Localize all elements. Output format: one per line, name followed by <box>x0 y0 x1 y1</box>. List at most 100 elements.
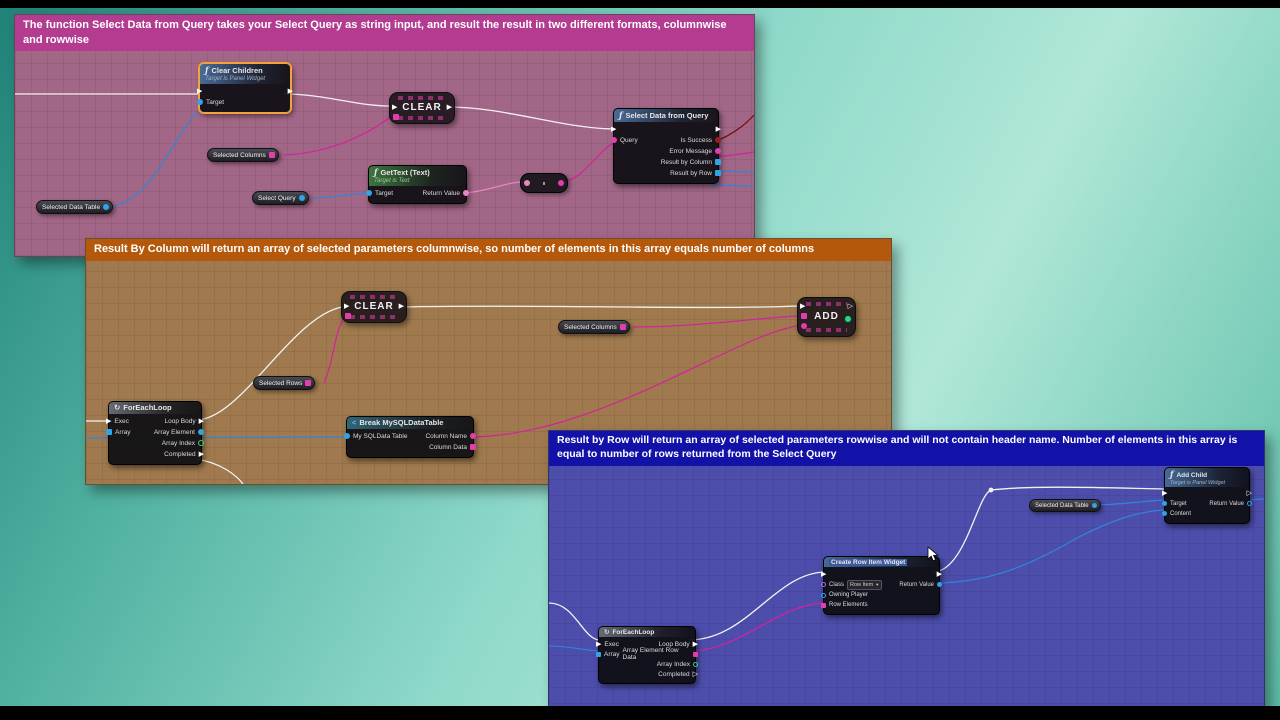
target-pin[interactable] <box>1162 501 1167 507</box>
pin-label: Array <box>115 428 131 436</box>
owning-player-pin[interactable] <box>821 592 826 598</box>
wire-object <box>311 192 372 199</box>
exec-in-pin[interactable]: ▶ <box>1162 490 1168 498</box>
content-pin[interactable] <box>1162 511 1167 517</box>
wire-object <box>1089 499 1167 506</box>
exec-in-pin[interactable]: ▶ <box>106 417 112 425</box>
query-pin[interactable] <box>611 137 617 144</box>
is-success-pin[interactable] <box>715 137 721 144</box>
pin-label: Return Value <box>899 581 934 588</box>
text-in-pin[interactable] <box>524 180 530 186</box>
exec-in-pin[interactable]: ▶ <box>344 303 350 310</box>
class-pin[interactable] <box>821 582 826 588</box>
var-selected-data-table[interactable]: Selected Data Table <box>1029 499 1101 512</box>
var-selected-columns[interactable]: Selected Columns <box>207 148 279 162</box>
node-title-selected[interactable]: Create Row Item Widget <box>829 559 908 566</box>
wire-string <box>688 602 826 652</box>
var-selected-columns[interactable]: Selected Columns <box>558 320 630 334</box>
node-foreachloop[interactable]: ↻ForEachLoop ▶Exec Loop Body▶ Array Arra… <box>596 626 698 685</box>
comment-banner[interactable]: Result By Column will return an array of… <box>86 239 891 261</box>
exec-in-pin[interactable]: ▶ <box>611 125 617 133</box>
array-element-row-data-pin[interactable] <box>693 651 698 657</box>
exec-out-pin[interactable]: ▶ <box>936 570 942 578</box>
pin-label: Array Element Row Data <box>622 647 679 662</box>
letterbox-bottom <box>0 706 1280 720</box>
struct-in-pin[interactable] <box>344 433 350 440</box>
loop-icon: ↻ <box>604 629 610 636</box>
function-icon: ƒ <box>619 110 623 120</box>
column-data-pin[interactable] <box>470 444 476 451</box>
node-clear-collapsed[interactable]: CLEAR ▶ ▶ <box>341 291 407 323</box>
row-elements-pin[interactable] <box>821 602 826 608</box>
comment-box-result-by-row[interactable]: Result by Row will return an array of se… <box>548 430 1265 707</box>
reroute-node[interactable] <box>988 487 994 493</box>
exec-in-pin[interactable]: ▶ <box>800 303 806 310</box>
exec-out-pin[interactable]: ▶ <box>715 125 721 133</box>
node-clear-collapsed[interactable]: CLEAR ▶ ▶ <box>389 92 455 124</box>
string-out-pin[interactable] <box>558 180 564 186</box>
node-break-mysqldatatable[interactable]: <Break MySQLDataTable My SQLData Table C… <box>344 416 476 458</box>
array-index-pin[interactable] <box>198 440 204 447</box>
pin-label: Target <box>206 98 225 106</box>
array-pin[interactable] <box>596 651 601 657</box>
mouse-cursor-icon <box>927 547 939 562</box>
comment-box-select-data[interactable]: The function Select Data from Query take… <box>14 14 755 257</box>
node-create-row-item-widget[interactable]: Create Row Item Widget ▶▶ Class Row Item… <box>821 556 942 616</box>
var-select-query[interactable]: Select Query <box>252 191 309 205</box>
string-array-pin[interactable] <box>345 313 351 319</box>
node-conversion-collapsed[interactable] <box>520 173 568 193</box>
string-array-pin[interactable] <box>393 114 399 120</box>
array-pin[interactable] <box>106 429 112 436</box>
array-element-pin[interactable] <box>198 429 204 436</box>
exec-out-pin[interactable]: ▷ <box>1246 490 1252 498</box>
int-pin[interactable] <box>844 315 852 323</box>
node-foreachloop[interactable]: ↻ForEachLoop ▶Exec Loop Body▶ Array Arra… <box>106 401 204 465</box>
comment-banner[interactable]: Result by Row will return an array of se… <box>549 431 1264 466</box>
string-array-pin[interactable] <box>305 380 312 386</box>
target-pin[interactable] <box>366 190 372 197</box>
object-pin[interactable] <box>1091 503 1097 508</box>
target-pin[interactable] <box>197 99 203 106</box>
var-selected-data-table[interactable]: Selected Data Table <box>36 200 114 214</box>
result-by-column-pin[interactable] <box>715 159 721 166</box>
loop-body-pin[interactable]: ▶ <box>198 417 204 425</box>
return-value-pin[interactable] <box>463 190 469 197</box>
exec-out-pin[interactable]: ▷ <box>847 303 853 310</box>
object-pin[interactable] <box>103 204 110 210</box>
error-message-pin[interactable] <box>715 148 721 155</box>
exec-in-pin[interactable]: ▶ <box>821 570 827 578</box>
column-name-pin[interactable] <box>470 433 476 440</box>
string-pin[interactable] <box>801 323 807 329</box>
completed-pin[interactable]: ▷ <box>692 670 698 678</box>
return-value-pin[interactable] <box>937 582 942 588</box>
class-dropdown[interactable]: Row Item▼ <box>847 579 883 590</box>
node-header: <Break MySQLDataTable <box>347 417 473 429</box>
pin-label: Return Value <box>422 189 460 197</box>
exec-out-pin[interactable]: ▶ <box>287 87 293 95</box>
function-icon: ƒ <box>374 167 378 177</box>
result-by-row-pin[interactable] <box>715 170 721 177</box>
loop-body-pin[interactable]: ▶ <box>692 640 698 648</box>
string-array-pin[interactable] <box>619 324 626 330</box>
string-array-pin[interactable] <box>268 152 275 158</box>
pin-label: Completed <box>164 450 196 458</box>
exec-out-pin[interactable]: ▶ <box>446 104 452 111</box>
pin-label: Result by Row <box>670 169 712 177</box>
exec-in-pin[interactable]: ▶ <box>392 104 398 111</box>
exec-in-pin[interactable]: ▶ <box>596 640 602 648</box>
return-value-pin[interactable] <box>1247 501 1252 507</box>
exec-out-pin[interactable]: ▶ <box>398 303 404 310</box>
macro-stripe <box>350 295 398 299</box>
node-add-collapsed[interactable]: ADD ▶ ▷ <box>797 297 856 337</box>
var-selected-rows[interactable]: Selected Rows <box>253 376 316 390</box>
exec-in-pin[interactable]: ▶ <box>197 87 203 95</box>
completed-pin[interactable]: ▶ <box>198 450 204 458</box>
object-pin[interactable] <box>298 195 305 201</box>
comment-banner[interactable]: The function Select Data from Query take… <box>15 15 754 52</box>
string-array-pin[interactable] <box>801 313 807 319</box>
array-index-pin[interactable] <box>693 661 698 667</box>
